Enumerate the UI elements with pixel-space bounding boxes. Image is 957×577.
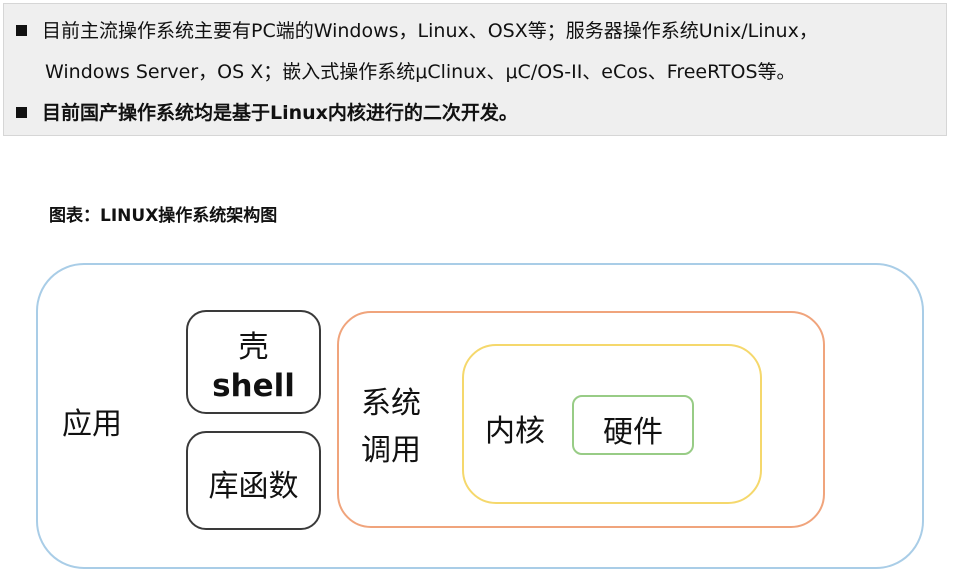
kernel-layer-box bbox=[462, 344, 762, 504]
hardware-label: 硬件 bbox=[603, 415, 663, 450]
shell-box bbox=[186, 310, 321, 414]
bullet-square-icon bbox=[16, 107, 27, 118]
bullet-item-1: 目前主流操作系统主要有PC端的Windows，Linux、OSX等；服务器操作系… bbox=[16, 18, 818, 44]
shell-label-en: shell bbox=[212, 368, 295, 404]
library-box bbox=[186, 431, 321, 530]
application-layer-box bbox=[36, 263, 924, 569]
hardware-box bbox=[572, 395, 694, 455]
summary-box: 目前主流操作系统主要有PC端的Windows，Linux、OSX等；服务器操作系… bbox=[3, 3, 947, 136]
bullet-item-2: 目前国产操作系统均是基于Linux内核进行的二次开发。 bbox=[16, 100, 518, 126]
figure-title: 图表：LINUX操作系统架构图 bbox=[49, 206, 278, 226]
kernel-label: 内核 bbox=[485, 414, 545, 449]
bullet-2-text: 目前国产操作系统均是基于Linux内核进行的二次开发。 bbox=[42, 102, 518, 124]
bullet-square-icon bbox=[16, 25, 27, 36]
syscall-label-line-1: 系统 bbox=[361, 386, 421, 421]
bullet-1-line-1: 目前主流操作系统主要有PC端的Windows，Linux、OSX等；服务器操作系… bbox=[42, 20, 818, 42]
library-label: 库函数 bbox=[208, 469, 299, 504]
shell-label-cn: 壳 bbox=[238, 330, 269, 365]
syscall-label-line-2: 调用 bbox=[361, 433, 421, 468]
syscall-layer-box bbox=[337, 311, 825, 528]
application-label: 应用 bbox=[62, 407, 122, 442]
bullet-1-line-2: Windows Server，OS X；嵌入式操作系统μClinux、μC/OS… bbox=[45, 61, 796, 83]
